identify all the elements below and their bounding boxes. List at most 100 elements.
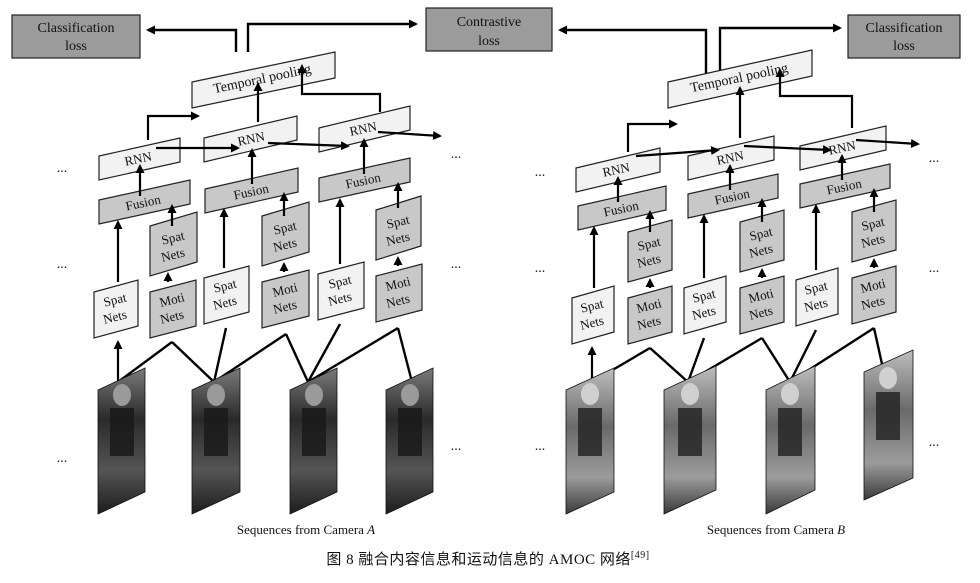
contrastive-loss-line1: Contrastive: [457, 15, 522, 30]
spat-nets-left-lower-2: Spat Nets: [203, 265, 250, 325]
spat-nets-right-upper-3: Spat Nets: [851, 199, 897, 263]
right-loss-connector: [718, 23, 842, 76]
classification-loss-left: Classification loss: [11, 14, 141, 59]
camera-b-frame-4: [863, 349, 914, 501]
moti-left-2-line1: Moti: [271, 279, 300, 300]
right-rnn1-to-pool: [626, 119, 678, 152]
rnn-right-1: RNN: [575, 147, 661, 193]
fusion-right-3-label: Fusion: [825, 175, 863, 197]
classification-loss-left-line2: loss: [65, 39, 87, 54]
left-loss-connector: [146, 25, 238, 52]
fusion-right-2: Fusion: [687, 173, 779, 219]
spat-left-upper-3-line2: Nets: [385, 228, 412, 248]
temporal-pooling-left: Temporal pooling: [191, 51, 336, 109]
camera-a-frame-3: [289, 367, 338, 515]
spat-left-lower-1-line1: Spat: [102, 289, 128, 309]
fusion-left-1: Fusion: [98, 179, 191, 225]
right-rnn-chain-1: [635, 146, 720, 158]
fusion-right-1-label: Fusion: [602, 197, 640, 219]
spat-right-lower-2-line2: Nets: [691, 302, 718, 322]
moti-left-3-line1: Moti: [384, 273, 413, 294]
spat-left-lower-1-line2: Nets: [102, 306, 129, 326]
figure-caption: 图 8 融合内容信息和运动信息的 AMOC 网络[49]: [326, 550, 649, 568]
fusion-left-1-label: Fusion: [124, 191, 162, 213]
rnn-right-3-label: RNN: [827, 137, 858, 158]
spat-right-lower-1-line1: Spat: [579, 295, 605, 315]
rnn-right-1-label: RNN: [601, 159, 632, 180]
moti-nets-left-1: Moti Nets: [149, 279, 197, 339]
spat-right-upper-1-line1: Spat: [636, 233, 662, 253]
moti-left-1-line2: Nets: [159, 306, 186, 326]
spat-right-lower-3-line1: Spat: [803, 277, 829, 297]
left-ellipsis-top: ...: [57, 161, 68, 176]
right-rnn3-to-pool: [775, 68, 854, 128]
camera-a-frame-1: [97, 367, 146, 515]
camera-b-frame-1: [565, 367, 615, 515]
left-ellipsis-mid: ...: [57, 257, 68, 272]
moti-right-1-line2: Nets: [636, 312, 663, 332]
classification-loss-right-line2: loss: [893, 39, 915, 54]
spat-right-lower-2-line1: Spat: [691, 285, 717, 305]
right-ellipsis-mid: ...: [535, 261, 546, 276]
fusion-left-2: Fusion: [204, 167, 299, 214]
spat-right-lower-1-line2: Nets: [579, 312, 606, 332]
rnn-left-1-label: RNN: [123, 148, 154, 169]
rnn-left-3-label: RNN: [348, 118, 379, 139]
spat-nets-left-lower-1: Spat Nets: [93, 279, 139, 339]
spat-right-upper-2-line2: Nets: [748, 240, 775, 260]
camera-b-frame-2: [663, 365, 717, 515]
moti-right-2-line2: Nets: [748, 302, 775, 322]
left-rnn-chain-3: [377, 130, 442, 141]
left-ellipsis-top-right: ...: [451, 147, 462, 162]
spat-nets-left-upper-2: Spat Nets: [261, 201, 310, 267]
fusion-right-2-label: Fusion: [713, 185, 751, 207]
moti-nets-right-3: Moti Nets: [851, 265, 897, 325]
moti-right-1-line1: Moti: [635, 295, 664, 316]
spat-left-upper-1-line1: Spat: [160, 227, 186, 247]
spat-nets-right-lower-1: Spat Nets: [571, 285, 615, 345]
rnn-left-3: RNN: [318, 105, 411, 153]
left-ellipsis-bottom: ...: [57, 451, 68, 466]
spat-left-lower-2-line1: Spat: [212, 275, 238, 295]
fusion-right-1: Fusion: [577, 185, 667, 231]
contrastive-loss: Contrastive loss: [425, 7, 553, 52]
fusion-left-3-label: Fusion: [344, 169, 382, 191]
moti-left-2-line2: Nets: [272, 296, 299, 316]
left-rnn3-to-pool: [297, 64, 382, 112]
right-ellipsis-top-right: ...: [929, 151, 940, 166]
contrastive-loss-line2: loss: [478, 34, 500, 49]
classification-loss-left-line1: Classification: [38, 21, 115, 36]
rnn-left-2-label: RNN: [236, 128, 267, 149]
rnn-right-2-label: RNN: [715, 147, 746, 168]
spat-left-lower-3-line1: Spat: [327, 271, 353, 291]
moti-nets-right-2: Moti Nets: [739, 275, 785, 335]
camera-a-frame-4: [385, 367, 434, 515]
classification-loss-right: Classification loss: [847, 14, 961, 59]
spat-nets-right-upper-2: Spat Nets: [739, 209, 785, 273]
right-ellipsis-mid-right: ...: [929, 261, 940, 276]
moti-left-3-line2: Nets: [385, 290, 412, 310]
moti-right-3-line1: Moti: [859, 275, 888, 296]
spat-left-upper-2-line2: Nets: [272, 234, 299, 254]
spat-left-upper-2-line1: Spat: [272, 217, 298, 237]
classification-loss-right-line1: Classification: [866, 21, 943, 36]
left-ellipsis-mid-right: ...: [451, 257, 462, 272]
camera-b-caption: Sequences from Camera B: [707, 522, 845, 537]
rnn-left-2: RNN: [203, 115, 298, 163]
spat-nets-left-upper-1: Spat Nets: [149, 211, 198, 277]
left-rnn1-to-pool: [146, 111, 200, 140]
left-img-to-moti-lines: [117, 323, 414, 384]
camera-b-frame-3: [765, 365, 816, 515]
spat-left-upper-1-line2: Nets: [160, 244, 187, 264]
right-ellipsis-bottom: ...: [535, 439, 546, 454]
spat-right-upper-1-line2: Nets: [636, 250, 663, 270]
fusion-left-2-label: Fusion: [232, 180, 270, 202]
right-contrastive-connector: [558, 25, 708, 82]
spat-left-upper-3-line1: Spat: [385, 211, 411, 231]
fusion-left-3: Fusion: [318, 157, 411, 203]
spat-nets-left-upper-3: Spat Nets: [375, 195, 422, 261]
spat-nets-right-lower-3: Spat Nets: [795, 267, 839, 327]
spat-left-lower-3-line2: Nets: [327, 288, 354, 308]
